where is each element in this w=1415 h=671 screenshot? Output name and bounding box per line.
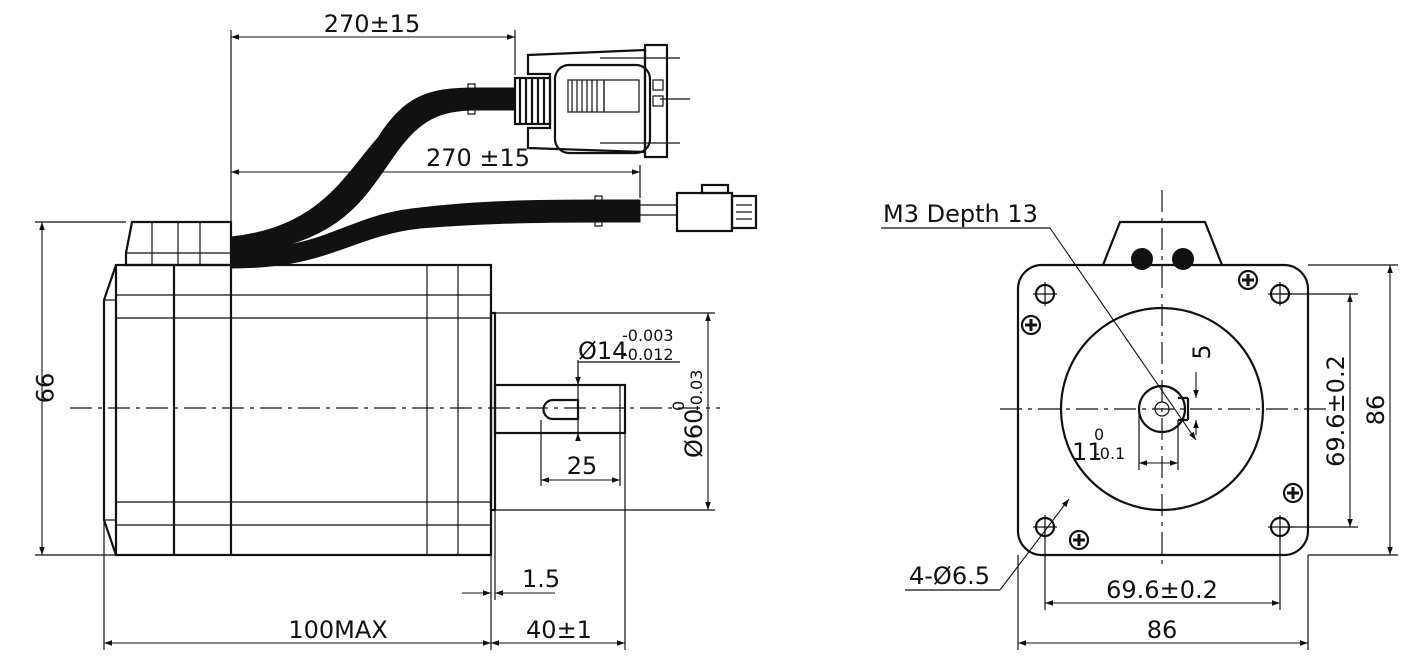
- body-screws: [1020, 269, 1304, 551]
- dim-cable-length-top: 270±15: [230, 10, 516, 222]
- key-height-tol-upper: 0: [1094, 425, 1104, 444]
- side-view: 270±15 270 ±15 99 Ø14 -0.003 -0.012: [30, 10, 758, 650]
- flange-thickness-label: 1.5: [522, 565, 560, 593]
- dim-key-height: 11 0 -0.1: [1072, 409, 1179, 470]
- shaft-length-label: 40±1: [526, 616, 592, 644]
- dim-size-vertical: 86: [1308, 264, 1398, 556]
- mount-holes-callout: 4-Ø6.5: [905, 498, 1070, 591]
- body-length-label: 100MAX: [288, 616, 387, 644]
- dim-hole-pattern-horizontal: 69.6±0.2: [1044, 527, 1281, 610]
- flange-dia-tol-upper: 0: [669, 401, 688, 411]
- key-width-label: 5: [1188, 344, 1216, 359]
- dim-shaft-length: 40±1: [491, 433, 626, 650]
- key-length-label: 25: [567, 452, 598, 480]
- dim-key-width: 5: [1188, 344, 1216, 435]
- shaft: [489, 311, 627, 512]
- dim-size-horizontal: 86: [1017, 555, 1309, 650]
- dim-hole-pattern-vertical: 69.6±0.2: [1280, 293, 1358, 528]
- cable-gland: [124, 220, 233, 267]
- front-view: M3 Depth 13 5 11 0 -0.1 69.6±0.2: [881, 190, 1398, 650]
- dim-flange-diameter: Ø60 0 -0.03: [495, 312, 715, 511]
- power-connector: [640, 183, 758, 233]
- dim-cable-length-bottom: 270 ±15: [231, 144, 641, 198]
- key-height-label: 11: [1072, 438, 1103, 466]
- shaft-dia-tol-upper: -0.003: [622, 326, 674, 345]
- shaft-dia-tol-lower: -0.012: [622, 345, 674, 364]
- dim-height: 99: [30, 221, 126, 556]
- dim-shaft-diameter: Ø14 -0.003 -0.012: [575, 326, 680, 441]
- front-body-outline: [1016, 263, 1310, 557]
- hole-pattern-horizontal-label: 69.6±0.2: [1106, 576, 1218, 604]
- cable-length-bottom-label: 270 ±15: [426, 144, 530, 172]
- thread-note-label: M3 Depth 13: [883, 200, 1038, 228]
- pilot-circle: [1059, 306, 1265, 512]
- flange-dia-label: Ø60: [680, 409, 708, 458]
- thread-callout: M3 Depth 13: [881, 200, 1197, 441]
- hole-pattern-vertical-label: 69.6±0.2: [1322, 355, 1350, 467]
- dsub-connector: [513, 43, 690, 159]
- flange-dia-tol-lower: -0.03: [687, 370, 706, 411]
- height-label: 99: [30, 373, 58, 404]
- shaft-dia-label: Ø14: [578, 337, 627, 365]
- front-shaft: [1137, 384, 1190, 434]
- motor-body: [102, 263, 493, 557]
- mount-holes-label: 4-Ø6.5: [909, 562, 990, 590]
- dim-key-length: 25: [540, 420, 621, 486]
- size-vertical-label: 86: [1362, 395, 1390, 426]
- cable-length-top-label: 270±15: [324, 10, 420, 38]
- key-height-tol-lower: -0.1: [1094, 444, 1125, 463]
- dim-flange-thickness: 1.5: [462, 510, 560, 650]
- dim-body-length: 100MAX: [103, 520, 491, 650]
- size-horizontal-label: 86: [1147, 616, 1178, 644]
